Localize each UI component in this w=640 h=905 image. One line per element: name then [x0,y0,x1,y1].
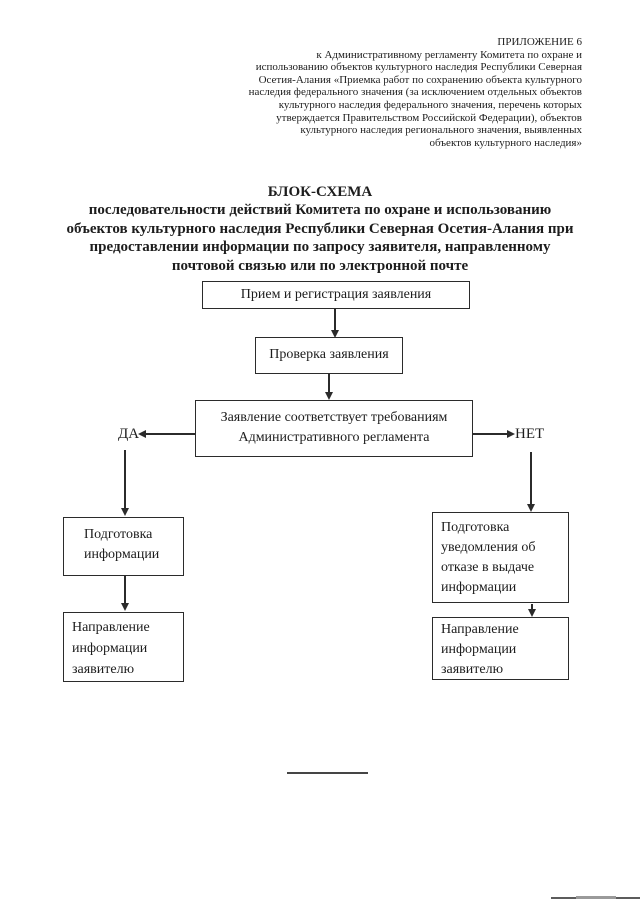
box-text-line: Направление [441,622,519,637]
box-text-line: Подготовка [84,527,153,542]
arrow-down-icon [331,330,339,338]
appendix-header-line: наследия федерального значения (за исклю… [248,86,582,99]
box-text-line: заявителю [72,662,135,677]
box-text-line: Направление [72,620,150,635]
title-line: предоставлении информации по запросу зая… [89,239,551,256]
box-text-line: информации [84,547,160,562]
flow-box-prepare-refusal: Подготовка уведомления об отказе в выдач… [432,512,569,603]
connector-prep-info-to-send [124,576,126,604]
appendix-header-line: культурного наследия федерального значен… [278,98,582,111]
box-text-line: заявителю [441,662,504,677]
branch-label-yes: ДА [118,426,140,442]
flow-box-check: Проверка заявления [255,337,403,374]
appendix-number: ПРИЛОЖЕНИЕ 6 [497,36,582,48]
connector-reception-to-check [334,309,336,332]
title-line: почтовой связью или по электронной почте [171,257,469,274]
flow-box-decision: Заявление соответствует требованиям Адми… [195,400,473,457]
arrow-down-icon [121,508,129,516]
decision-line: Заявление соответствует требованиям [220,410,448,425]
box-text-line: отказе в выдаче [441,560,535,575]
connector-yes-to-prep-info [124,450,126,509]
appendix-header-line: культурного наследия регионального значе… [300,124,582,137]
title-line: объектов культурного наследия Республики… [66,220,574,237]
flow-box-prepare-information: Подготовка информации [63,517,184,576]
arrow-down-icon [528,609,536,617]
flow-box-send-information-right: Направление информации заявителю [432,617,569,680]
arrow-down-icon [325,392,333,400]
box-text-line: информации [72,641,148,656]
decision-line: Административного регламента [238,429,430,445]
footnote-rule [287,772,368,774]
arrow-down-icon [121,603,129,611]
appendix-header-line: утверждается Правительством Российской Ф… [276,111,582,124]
arrow-right-icon [507,430,515,438]
box-text-line: Подготовка [441,520,510,535]
diagram-title: БЛОК-СХЕМА [267,184,373,200]
connector-no-to-prep-refusal [530,452,532,505]
title-line: последовательности действий Комитета по … [88,202,552,219]
connector-prep-refusal-to-send [531,604,533,611]
arrow-down-icon [527,504,535,512]
arrow-left-icon [138,430,146,438]
scan-edge-artifact [551,896,640,899]
flow-box-send-information-left: Направление информации заявителю [63,612,184,682]
appendix-header-line: к Административному регламенту Комитета … [316,48,582,61]
appendix-header: ПРИЛОЖЕНИЕ 6 к Административному регламе… [220,36,582,149]
appendix-header-line: Осетия-Алания «Приемка работ по сохранен… [258,73,582,86]
flow-box-reception: Прием и регистрация заявления [202,281,470,309]
connector-decision-to-no [473,433,507,435]
appendix-header-line: объектов культурного наследия» [429,136,582,149]
box-text-line: информации [441,642,517,657]
appendix-header-line: использованию объектов культурного насле… [255,61,582,74]
box-text-line: информации [441,580,517,595]
connector-check-to-decision [328,374,330,393]
page-title: БЛОК-СХЕМА последовательности действий К… [0,183,640,275]
connector-decision-to-yes [146,433,195,435]
box-text-line: уведомления об [441,540,536,555]
branch-label-no: НЕТ [515,426,545,442]
